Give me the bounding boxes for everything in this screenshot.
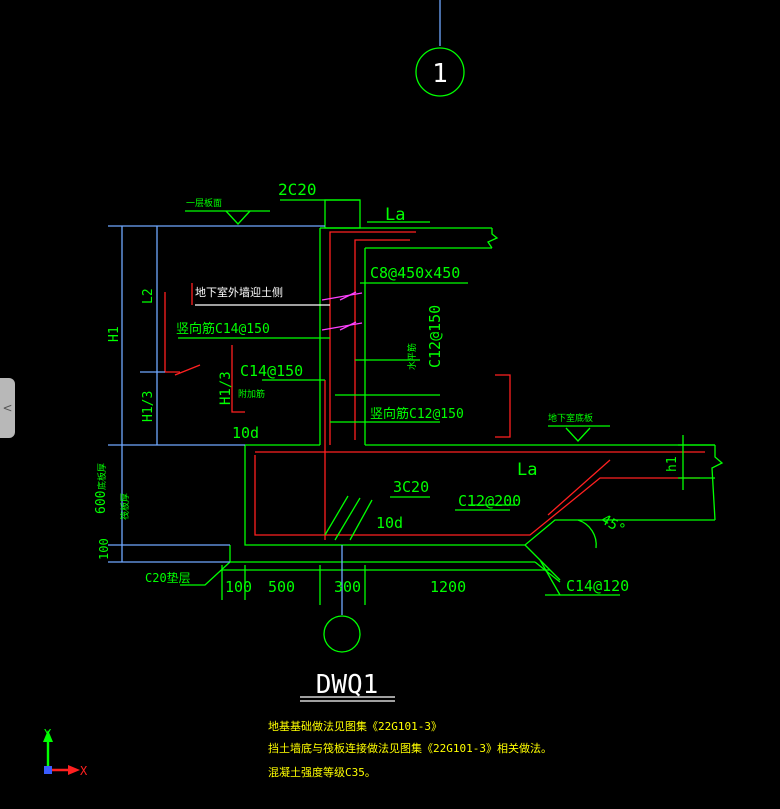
raft-break — [711, 445, 724, 521]
raft-bottom-rebar — [254, 455, 700, 536]
dim-h13: H1/3 — [141, 391, 156, 422]
label-angle: 45° — [598, 512, 628, 539]
label-2c20: 2C20 — [278, 180, 317, 199]
h13-bracket — [231, 345, 245, 413]
tie-2 — [321, 322, 363, 331]
hatch-3 — [349, 499, 373, 541]
dim-500: 500 — [268, 578, 295, 596]
axis-bubble — [415, 47, 465, 97]
label-c14-120: C14@120 — [566, 577, 629, 595]
label-h1-small: h1 — [665, 456, 680, 472]
note-2: 挡土墙底与筏板连接做法见图集《22G101-3》相关做法。 — [268, 741, 552, 755]
label-basement-wall: 地下室外墙迎土侧 — [195, 285, 283, 299]
chamfer-line — [524, 544, 561, 581]
basement-floor-mark — [565, 427, 591, 442]
detail-title: DWQ1 — [316, 670, 379, 700]
side-panel-toggle[interactable]: < — [0, 378, 15, 438]
label-3c20: 3C20 — [393, 478, 429, 496]
label-10d-a: 10d — [232, 424, 259, 442]
label-10d-b: 10d — [376, 514, 403, 532]
ucs-y-label: Y — [44, 727, 52, 741]
axis-number: 1 — [432, 59, 448, 89]
dim-600-side: 筏板厚 — [119, 493, 131, 520]
dim-600: 600 — [94, 491, 109, 514]
label-first-floor: 一层板面 — [186, 197, 222, 209]
top-2c20-box — [324, 199, 361, 229]
axis-bubble-bottom — [323, 615, 361, 653]
label-c14-150: C14@150 — [240, 362, 303, 380]
dim-l2: L2 — [141, 288, 156, 304]
angle-arc — [577, 519, 597, 549]
label-vertical-c12: 竖向筋C12@150 — [370, 406, 464, 422]
label-c20-cushion: C20垫层 — [145, 570, 191, 585]
label-horizontal: 水平筋 — [406, 343, 418, 370]
note-1: 地基基础做法见图集《22G101-3》 — [268, 719, 442, 733]
wall-rebar-inner — [354, 239, 410, 440]
dim-300: 300 — [334, 578, 361, 596]
label-addl-bar: 附加筋 — [238, 388, 265, 400]
dim-1200: 1200 — [430, 578, 466, 596]
c20-cushion — [229, 545, 535, 563]
label-h13-small: H1/3 — [218, 371, 234, 405]
ucs-x-label: X — [80, 764, 88, 778]
hatch-2 — [334, 497, 361, 541]
label-c8: C8@450x450 — [370, 264, 460, 282]
top-slab-break — [487, 228, 499, 249]
wall-rebar-outer — [329, 231, 416, 445]
hatch-1 — [324, 495, 349, 536]
label-c14-vertical: 竖向筋C14@150 — [176, 321, 270, 337]
label-c12-200: C12@200 — [458, 492, 521, 510]
first-floor-mark — [225, 210, 251, 225]
label-c12-150-vertical: C12@150 — [426, 305, 444, 368]
note-3: 混凝土强度等级C35。 — [268, 765, 376, 779]
corner-bracket — [495, 374, 511, 438]
tie-1 — [321, 292, 363, 301]
label-la-mid: La — [517, 460, 537, 480]
dim-100-v: 100 — [97, 538, 111, 560]
ucs-origin — [44, 766, 52, 774]
label-basement-floor: 地下室底板 — [548, 412, 593, 424]
dim-600-note: 底板厚 — [96, 463, 108, 490]
la-diagonal-bar — [547, 459, 611, 516]
dim-h1: H1 — [107, 326, 122, 342]
label-la-top: La — [385, 205, 405, 225]
dim-100: 100 — [225, 578, 252, 596]
